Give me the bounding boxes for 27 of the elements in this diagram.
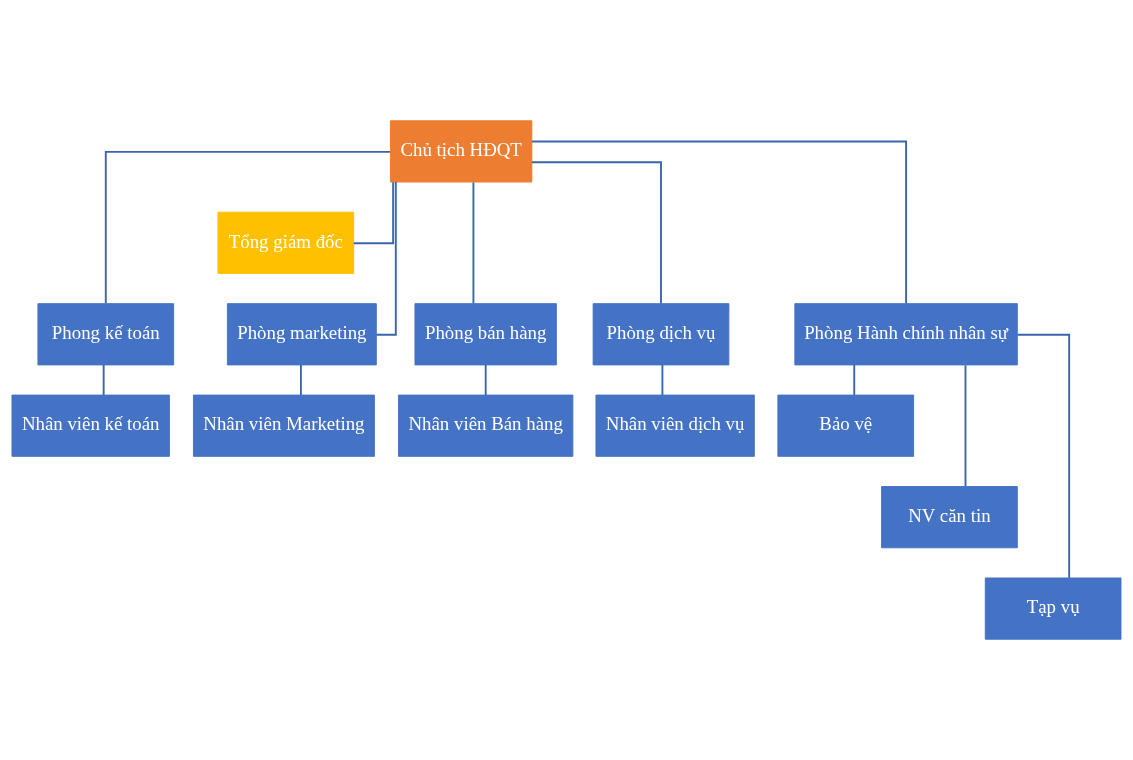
connector <box>472 181 475 305</box>
connector <box>299 364 302 396</box>
node-box: NV căn tin <box>881 486 1018 549</box>
node-box: Chủ tịch HĐQT <box>390 120 533 183</box>
connector <box>484 364 487 396</box>
node-box: Phòng Hành chính nhân sự <box>794 303 1018 366</box>
connector <box>102 364 105 396</box>
node-box: Nhân viên kế toán <box>11 394 170 457</box>
node-box: Bảo vệ <box>777 394 915 457</box>
node-box: Nhân viên Marketing <box>193 394 375 457</box>
connector <box>853 364 856 396</box>
connector <box>964 364 967 488</box>
node-box: Tổng giám đốc <box>217 211 355 274</box>
node-box: Nhân viên Bán hàng <box>398 394 574 457</box>
node-box: Phòng marketing <box>226 303 377 366</box>
connector <box>1016 333 1071 579</box>
connector <box>375 181 397 336</box>
node-box: Tạp vụ <box>984 577 1122 640</box>
node-box: Phòng bán hàng <box>414 303 557 366</box>
connector <box>661 364 664 396</box>
node-box: Phòng dịch vụ <box>592 303 730 366</box>
node-box: Phong kế toán <box>37 303 175 366</box>
connector <box>104 150 392 305</box>
connector <box>530 161 662 305</box>
connector <box>352 181 395 245</box>
connector <box>530 140 908 305</box>
node-box: Nhân viên dịch vụ <box>595 394 755 457</box>
